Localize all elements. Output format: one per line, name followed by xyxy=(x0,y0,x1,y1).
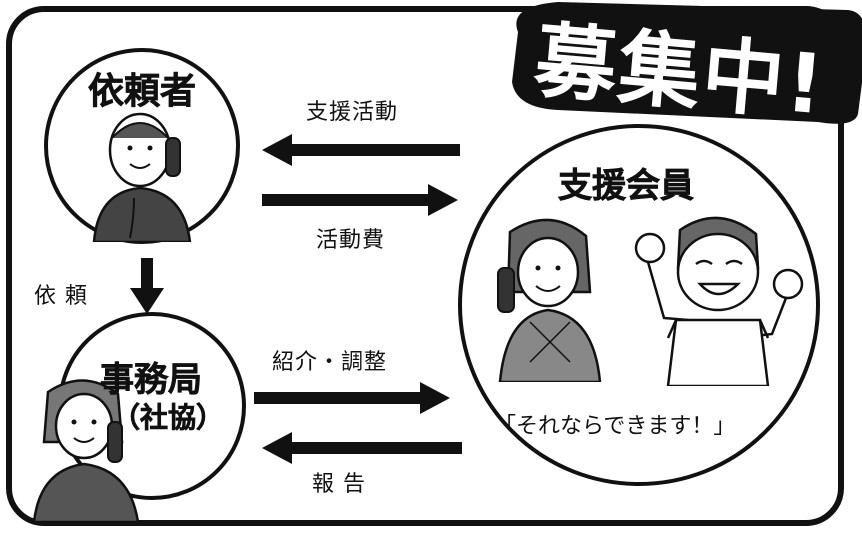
woman-on-phone-illustration xyxy=(497,218,602,382)
recruiting-banner-bg xyxy=(512,2,862,124)
support-member-node xyxy=(458,124,820,486)
arrow-support-activity xyxy=(262,134,460,166)
man-cheering-illustration xyxy=(634,216,804,386)
office-title: 事務局 xyxy=(100,360,203,401)
arrow-intro-adjust xyxy=(254,382,450,414)
arrow-request xyxy=(130,258,164,314)
label-support-activity: 支援活動 xyxy=(306,100,399,125)
label-intro-adjust: 紹介・調整 xyxy=(272,350,388,375)
label-request: 依 頼 xyxy=(34,284,88,309)
arrow-activity-fee xyxy=(262,184,458,216)
arrow-report xyxy=(262,432,462,464)
support-member-title: 支援会員 xyxy=(558,166,695,207)
support-member-quote: 「それならできます！」 xyxy=(494,414,736,439)
diagram-frame xyxy=(6,6,844,526)
requester-title: 依頼者 xyxy=(88,71,197,113)
office-staff-on-phone-illustration xyxy=(32,379,140,522)
elderly-man-on-phone-illustration xyxy=(92,112,192,242)
office-subtitle: （社協） xyxy=(112,401,225,435)
label-activity-fee: 活動費 xyxy=(316,228,386,253)
label-report: 報 告 xyxy=(312,472,366,497)
